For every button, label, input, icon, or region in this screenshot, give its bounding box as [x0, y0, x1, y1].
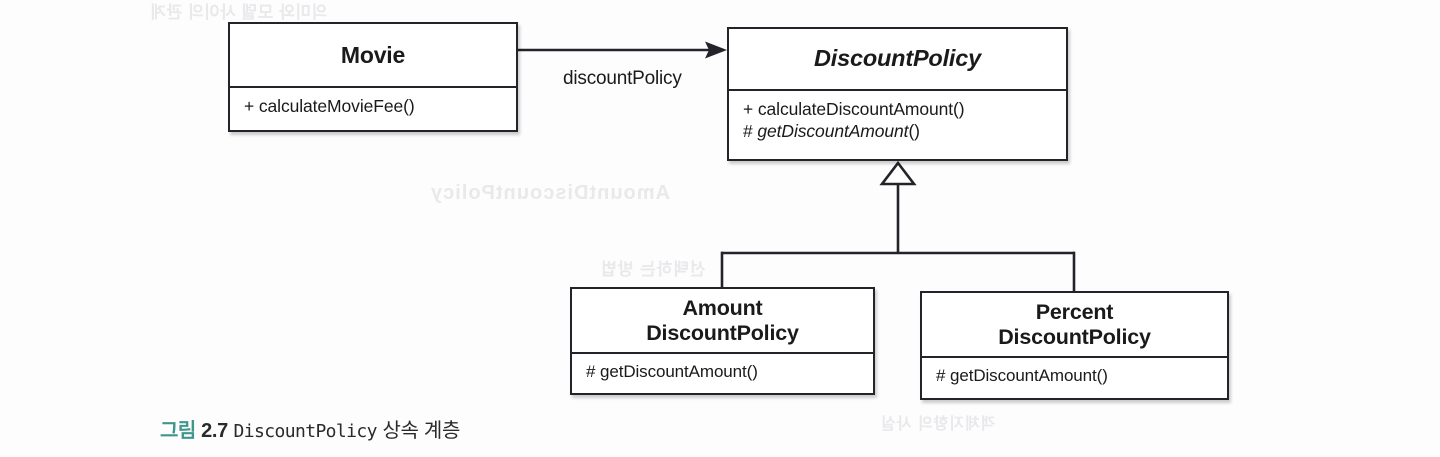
operation-signature: getDiscountAmount: [757, 121, 909, 142]
operation-signature: getDiscountAmount(): [949, 366, 1108, 385]
operation-parens: (): [908, 121, 920, 142]
caption-description: 상속 계층: [382, 420, 461, 442]
class-name-amountdiscountpolicy: Amount DiscountPolicy: [572, 289, 873, 352]
uml-class-amountdiscountpolicy[interactable]: Amount DiscountPolicy # getDiscountAmoun…: [570, 287, 875, 395]
figure-caption: 그림 2.7 DiscountPolicy 상속 계층: [160, 414, 460, 443]
visibility-marker: #: [936, 366, 946, 385]
class-name-percentdiscountpolicy: Percent DiscountPolicy: [922, 293, 1227, 356]
class-name-line-2: DiscountPolicy: [998, 324, 1151, 349]
caption-subject: DiscountPolicy: [233, 421, 378, 442]
operation-signature: getDiscountAmount(): [599, 362, 758, 381]
open-arrow-icon: [705, 41, 727, 59]
visibility-marker: +: [743, 99, 754, 119]
bleed-through-text: 의미와 모델 사이의 관계: [150, 3, 328, 22]
bleed-through-text: AmountDiscountPolicy: [430, 182, 671, 204]
operation-get-discount-amount-abstract: # getDiscountAmount(): [743, 120, 1066, 142]
bleed-through-text: 선택하는 방법: [600, 260, 706, 279]
operation-signature: calculateDiscountAmount(): [757, 99, 965, 119]
class-operations-discountpolicy: + calculateDiscountAmount() # getDiscoun…: [729, 89, 1066, 159]
hollow-triangle-icon: [879, 160, 917, 186]
class-name-movie: Movie: [340, 41, 406, 68]
class-operations-amountdiscountpolicy: # getDiscountAmount(): [572, 352, 873, 394]
class-operations-movie: + calculateMovieFee(): [230, 86, 516, 131]
association-label: discountPolicy: [563, 68, 682, 89]
visibility-marker: #: [743, 121, 753, 142]
operation-get-discount-amount: # getDiscountAmount(): [936, 365, 1227, 387]
visibility-marker: #: [586, 362, 596, 381]
generalization-tree: [720, 160, 1076, 292]
caption-figure-number: 2.7: [195, 420, 228, 442]
uml-class-movie[interactable]: Movie + calculateMovieFee(): [228, 22, 518, 132]
operation-calculate-discount-amount: + calculateDiscountAmount(): [743, 98, 1066, 120]
caption-figure-word: 그림: [160, 420, 196, 442]
class-operations-percentdiscountpolicy: # getDiscountAmount(): [922, 356, 1227, 399]
bleed-through-text: 객체지향의 사실: [880, 416, 996, 433]
visibility-marker: +: [244, 96, 255, 116]
operation-signature: calculateMovieFee(): [258, 96, 415, 116]
association-movie-discountpolicy: [518, 41, 727, 59]
uml-class-percentdiscountpolicy[interactable]: Percent DiscountPolicy # getDiscountAmou…: [920, 291, 1229, 400]
operation-get-discount-amount: # getDiscountAmount(): [586, 361, 873, 383]
class-name-line-1: Amount: [682, 295, 763, 320]
uml-class-discountpolicy[interactable]: DiscountPolicy + calculateDiscountAmount…: [727, 27, 1068, 161]
operation-calculate-movie-fee: + calculateMovieFee(): [244, 95, 516, 117]
class-name-discountpolicy: DiscountPolicy: [814, 45, 981, 72]
class-name-line-1: Percent: [1035, 299, 1114, 324]
class-name-line-2: DiscountPolicy: [646, 320, 799, 345]
